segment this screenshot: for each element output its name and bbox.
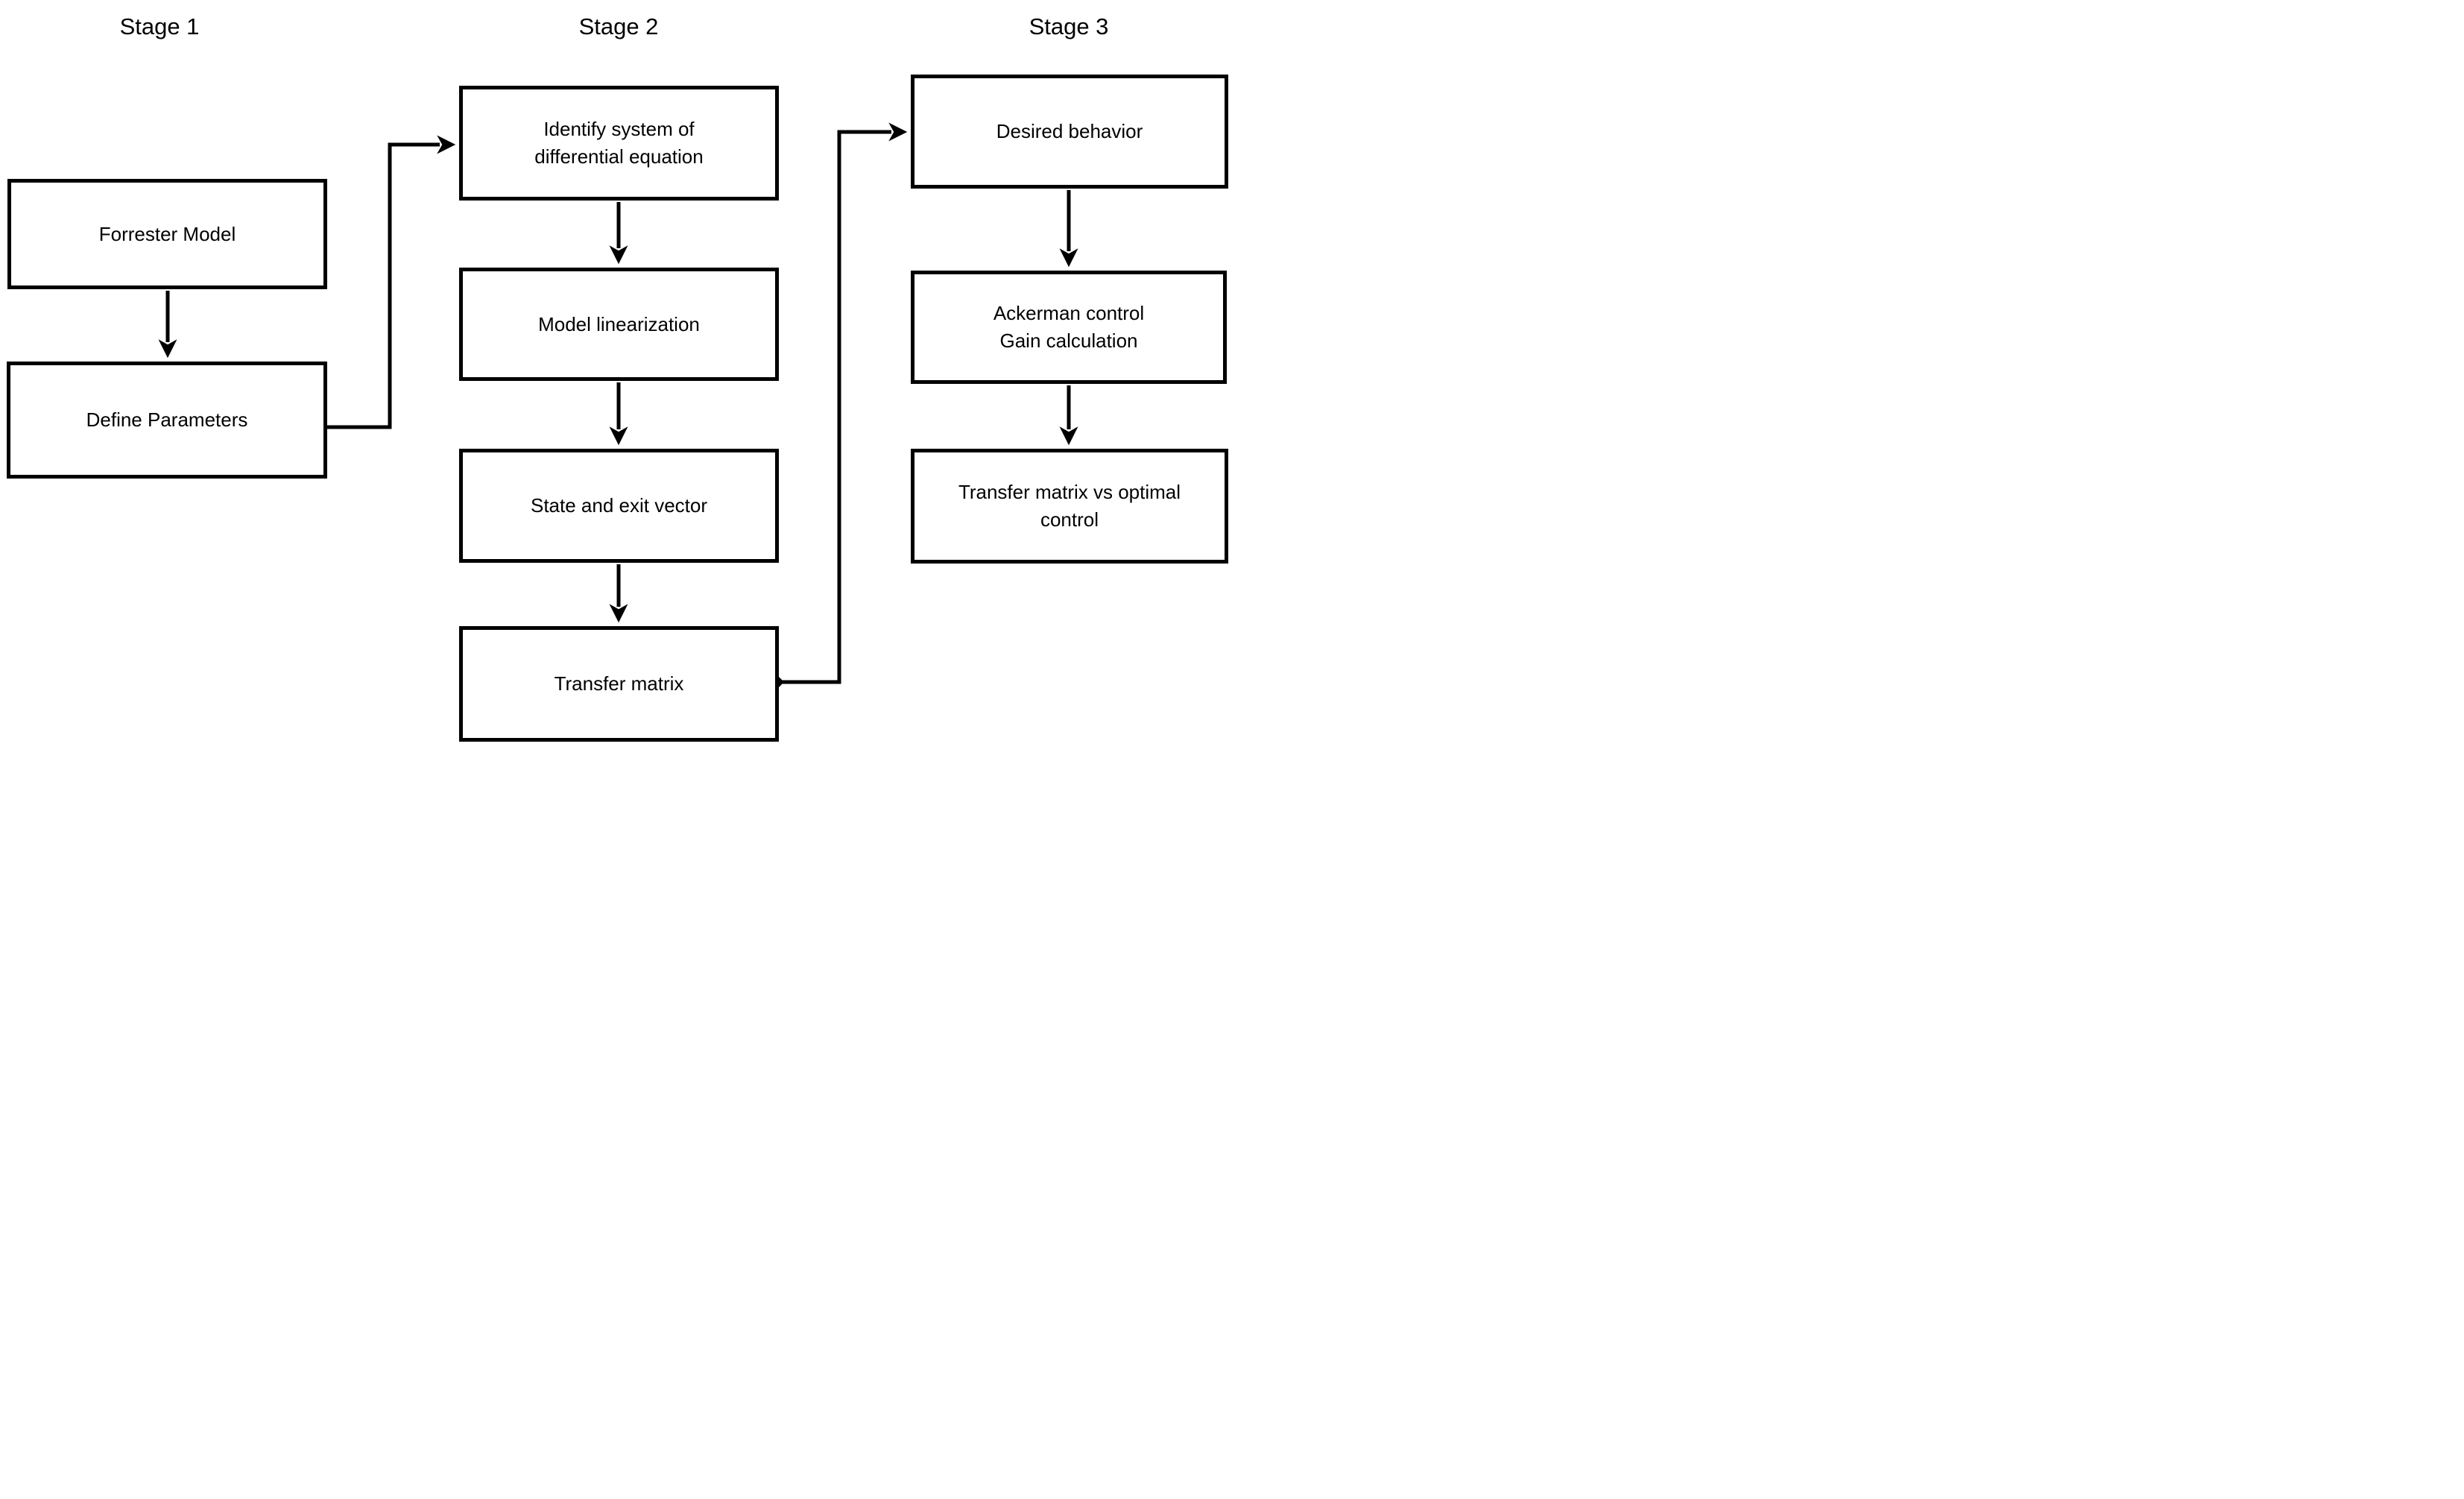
flowchart-canvas: Stage 1 Stage 2 Stage 3 Forrester Model … <box>0 0 1232 750</box>
node-ackerman-control-label: Ackerman control Gain calculation <box>993 302 1145 352</box>
node-define-parameters: Define Parameters <box>7 362 327 479</box>
node-desired-behavior: Desired behavior <box>911 75 1228 189</box>
node-model-linearization: Model linearization <box>459 268 779 381</box>
node-identify-system-label: Identify system of differential equation <box>534 118 704 168</box>
arrow-define-to-identify <box>325 135 456 429</box>
node-ackerman-control: Ackerman control Gain calculation <box>911 271 1227 384</box>
node-identify-system: Identify system of differential equation <box>459 86 779 201</box>
node-forrester-model-label: Forrester Model <box>98 222 236 245</box>
node-state-exit-vector: State and exit vector <box>459 449 779 563</box>
node-transfer-vs-optimal: Transfer matrix vs optimal control <box>911 449 1228 564</box>
node-transfer-vs-optimal-label: Transfer matrix vs optimal control <box>958 481 1181 531</box>
arrow-transfer-to-desired <box>775 122 908 684</box>
node-state-exit-vector-label: State and exit vector <box>530 494 708 517</box>
node-transfer-matrix: Transfer matrix <box>459 626 779 742</box>
node-transfer-matrix-label: Transfer matrix <box>554 672 684 695</box>
node-define-parameters-label: Define Parameters <box>86 408 248 432</box>
stage-3-title: Stage 3 <box>1029 13 1109 40</box>
stage-2-title: Stage 2 <box>578 13 659 40</box>
node-forrester-model: Forrester Model <box>7 179 327 289</box>
stage-1-title: Stage 1 <box>119 13 200 40</box>
node-model-linearization-label: Model linearization <box>538 312 700 335</box>
node-desired-behavior-label: Desired behavior <box>996 120 1143 143</box>
